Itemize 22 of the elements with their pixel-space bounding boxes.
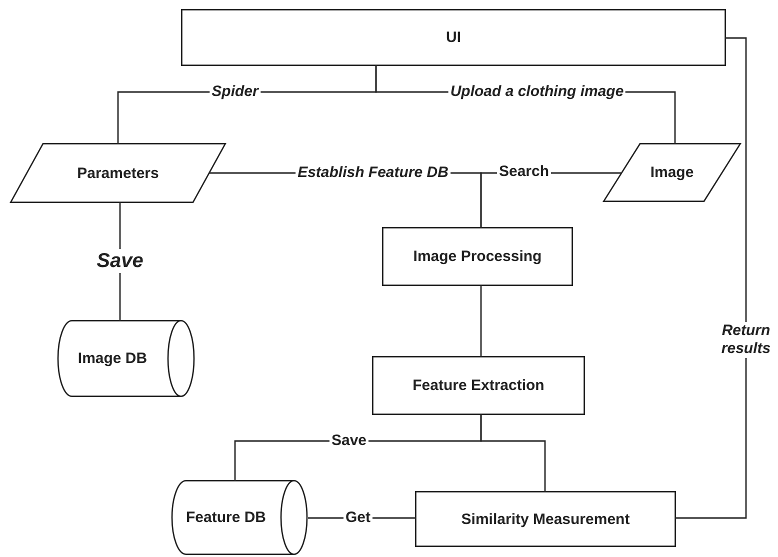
database-cylinder (58, 320, 195, 397)
node-label: Similarity Measurement (461, 510, 630, 528)
node-label: Image DB (78, 350, 148, 367)
connector-line (676, 37, 747, 519)
edge-label: Spider (210, 83, 260, 101)
database-cylinder (172, 480, 308, 555)
connector-line (480, 286, 482, 356)
edge-label: Save (94, 249, 146, 273)
node-label: UI (446, 29, 461, 46)
node-label: Image (650, 164, 694, 181)
node-label: Image Processing (413, 248, 542, 265)
data-parallelogram (603, 143, 741, 202)
process-box (415, 491, 676, 547)
process-box (372, 356, 585, 415)
edge-label: Upload a clothing image (448, 83, 626, 101)
data-parallelogram (10, 143, 226, 203)
node-label: Feature DB (186, 509, 266, 526)
connector-line (480, 415, 546, 491)
node-label: Feature Extraction (412, 377, 544, 394)
node-label: Parameters (77, 164, 159, 182)
process-box (181, 9, 726, 66)
process-box (382, 227, 573, 286)
